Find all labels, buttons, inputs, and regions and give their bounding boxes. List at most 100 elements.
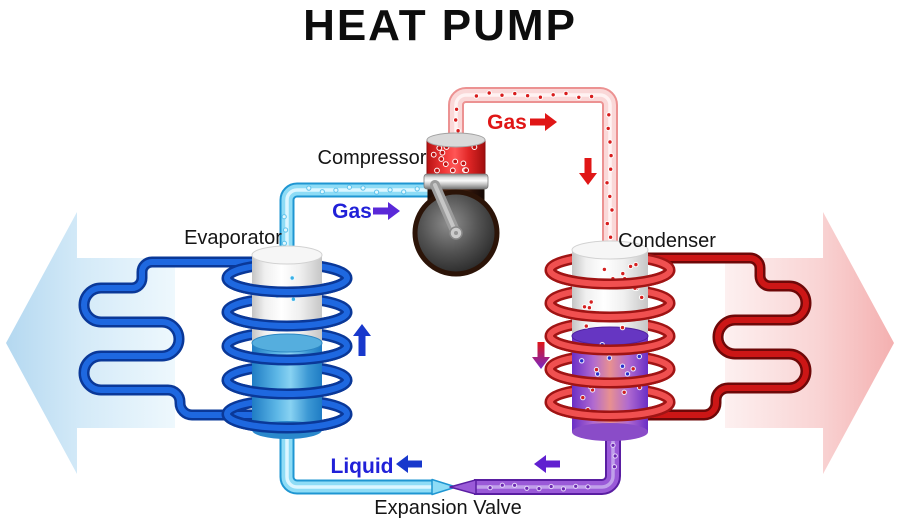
hot-serpentine-coil xyxy=(640,252,812,421)
bubble-dot xyxy=(283,227,289,233)
compressor-top-cap xyxy=(426,132,486,148)
bubble-dot xyxy=(636,353,642,360)
bubble-dot xyxy=(512,90,518,97)
bubble-dot xyxy=(588,299,594,305)
bubble-dot xyxy=(442,161,449,168)
hot-gas-flow-arrow xyxy=(530,113,557,131)
condenser-label: Condenser xyxy=(618,230,716,252)
bubble-dot xyxy=(453,117,459,123)
bubble-dot xyxy=(604,220,610,227)
liquid-pipe xyxy=(279,428,432,495)
bubble-dot xyxy=(607,193,613,200)
bubble-dot xyxy=(430,151,437,158)
bubble-dot xyxy=(463,167,470,174)
bubble-dot xyxy=(619,363,626,369)
bubble-dot xyxy=(306,185,312,191)
bubble-dot xyxy=(619,324,626,331)
hot-down-flow-arrow xyxy=(579,158,597,185)
bubble-dot xyxy=(612,453,618,459)
bubble-dot xyxy=(593,366,600,373)
liquid-label: Liquid xyxy=(331,455,394,478)
heat-output-arrow xyxy=(725,212,894,474)
bubble-dot xyxy=(576,94,582,101)
bubble-dot xyxy=(630,366,636,372)
bubble-dot xyxy=(319,189,325,195)
bubble-dot xyxy=(524,93,531,99)
compressor-hub-center xyxy=(454,231,458,235)
bubble-dot xyxy=(473,93,480,99)
bubble-dot xyxy=(289,275,295,281)
bubble-dot xyxy=(608,152,614,159)
bubble-dot xyxy=(611,464,618,470)
diagram-title: HEAT PUMP xyxy=(303,1,577,50)
expansion-valve-label: Expansion Valve xyxy=(374,497,522,519)
bubble-dot xyxy=(624,371,631,377)
bubble-dot xyxy=(621,389,627,395)
bubble-dot xyxy=(449,167,456,174)
bubble-dot xyxy=(499,92,505,98)
cold-gas-bubbles xyxy=(281,184,420,246)
bubble-dot xyxy=(333,187,339,193)
bubble-dot xyxy=(414,186,420,192)
bubble-dot xyxy=(581,304,588,310)
bubble-dot xyxy=(579,358,585,364)
bubble-dot xyxy=(281,240,287,246)
bubble-dot xyxy=(588,93,595,100)
bubble-dot xyxy=(499,482,505,488)
hot-gas-bubbles xyxy=(453,90,615,240)
bubble-dot xyxy=(606,112,612,118)
bubble-dot xyxy=(453,106,460,113)
compressor-gas-bubbles xyxy=(430,144,478,174)
bubble-dot xyxy=(585,484,591,490)
compressor-unit xyxy=(412,132,500,277)
bubble-dot xyxy=(583,323,589,329)
condenser-spiral-front xyxy=(544,268,676,422)
liquid-flow-arrow xyxy=(396,455,422,473)
bubble-dot xyxy=(604,180,610,186)
bubble-dot xyxy=(605,125,611,132)
bubble-dot xyxy=(633,261,639,268)
bubble-dot xyxy=(281,214,287,220)
bubble-dot xyxy=(360,185,366,191)
cold-gas-flow-arrow xyxy=(373,202,400,220)
evaporator-unit xyxy=(251,245,323,439)
bubble-dot xyxy=(512,482,518,488)
bubble-dot xyxy=(346,184,352,190)
bubble-dot xyxy=(609,207,615,213)
evaporator-label: Evaporator xyxy=(184,227,282,249)
bubble-dot xyxy=(401,189,407,195)
expansion-bubbles xyxy=(487,442,618,492)
bubble-dot xyxy=(460,160,467,167)
bubble-dot xyxy=(550,92,556,98)
bubble-dot xyxy=(608,166,614,172)
bubble-dot xyxy=(537,94,544,100)
bubble-dot xyxy=(580,394,586,401)
compressor-label: Compressor xyxy=(318,147,427,169)
evaporator-up-flow-arrow xyxy=(353,324,371,356)
expansion-pipe xyxy=(474,428,621,495)
bubble-dot xyxy=(606,355,613,361)
bubble-dot xyxy=(487,485,493,491)
bubble-dot xyxy=(387,187,393,193)
cold-serpentine-coil xyxy=(78,256,272,421)
cold-air-output-arrow xyxy=(6,212,175,474)
bubble-dot xyxy=(607,139,613,145)
bubble-dot xyxy=(639,294,645,301)
bubble-dot xyxy=(452,158,459,165)
expansion-valve-nozzle-cold xyxy=(431,478,457,496)
bubble-dot xyxy=(586,305,593,311)
cold-gas-label: Gas xyxy=(332,200,372,223)
compressor-crank-rod-highlight xyxy=(433,183,458,235)
expansion-flow-arrow xyxy=(534,455,560,473)
bubble-dot xyxy=(439,149,446,156)
bubble-dot xyxy=(290,296,297,302)
condenser-down-flow-arrow xyxy=(532,342,550,369)
bubble-dot xyxy=(438,156,445,162)
bubble-dot xyxy=(486,90,492,96)
bubble-dot xyxy=(548,483,554,490)
bubble-dot xyxy=(536,486,542,492)
bubble-dot xyxy=(455,128,461,134)
bubble-dot xyxy=(524,485,530,491)
